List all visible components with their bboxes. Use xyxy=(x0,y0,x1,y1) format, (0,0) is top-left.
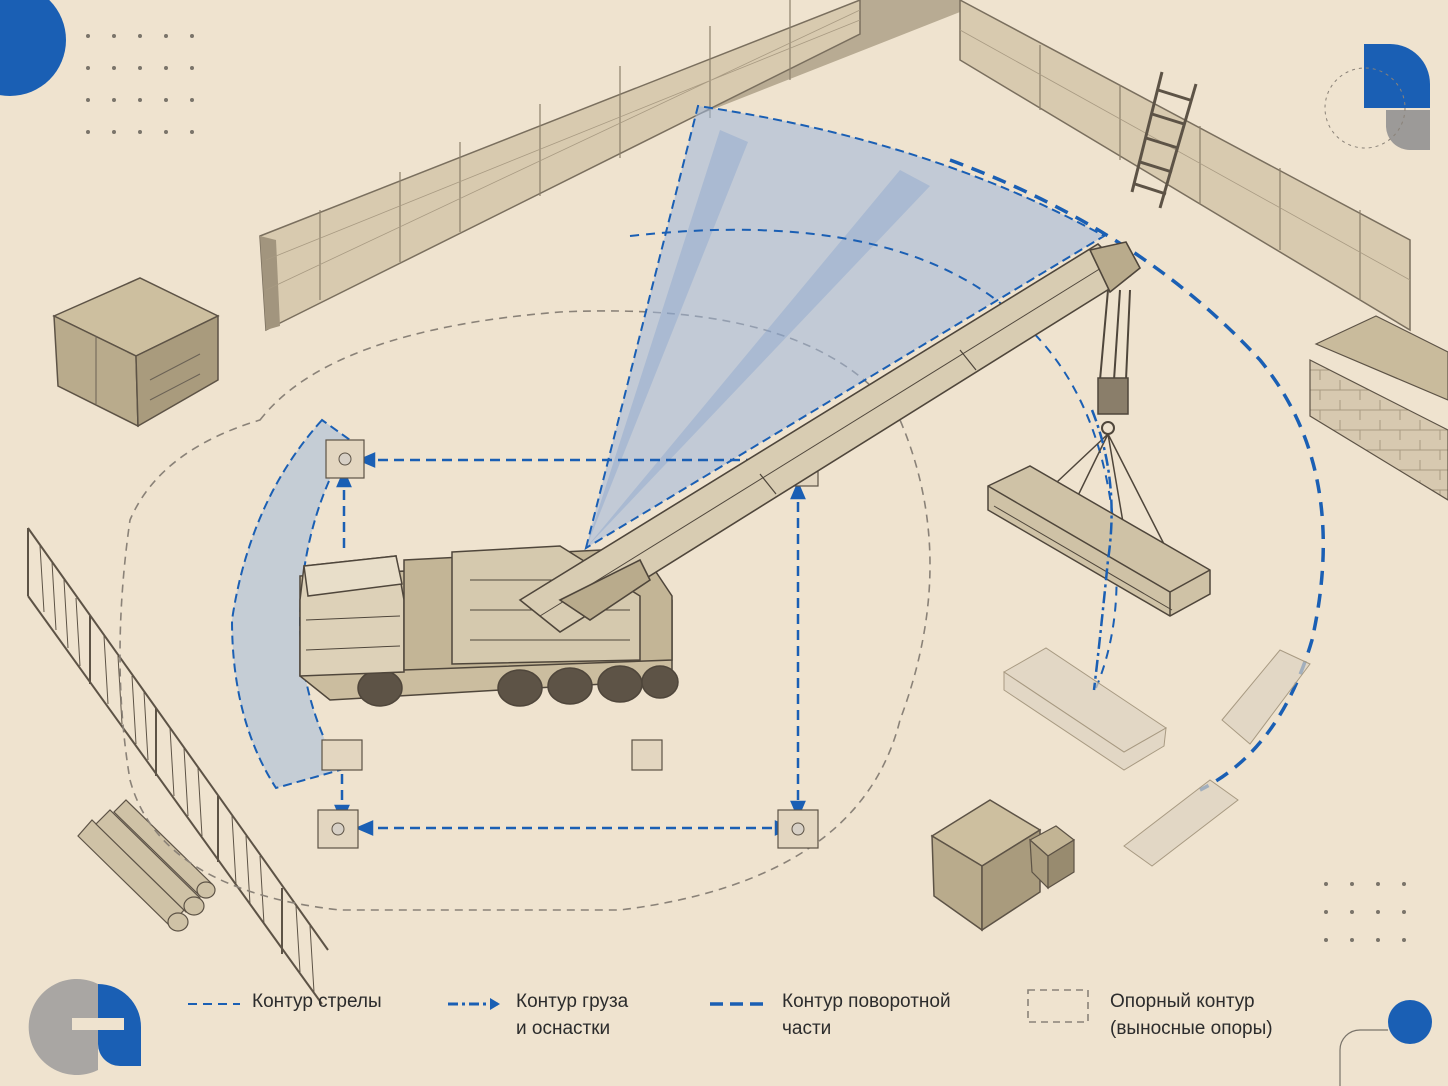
legend-label-load: Контур груза и оснастки xyxy=(516,991,629,1039)
corner-shape-top-right-decor xyxy=(1324,44,1430,150)
legend-item-load: Контур груза и оснастки xyxy=(516,988,628,1042)
site-wall xyxy=(259,0,1411,332)
legend-label-boom: Контур стрелы xyxy=(252,991,382,1012)
legend-swatches xyxy=(188,989,1089,1023)
dot-grid-decor xyxy=(86,34,194,134)
circle-top-left-decor xyxy=(0,0,66,96)
legend-label-slewing: Контур поворотной части xyxy=(782,991,951,1039)
legend-item-support: Опорный контур (выносные опоры) xyxy=(1110,988,1273,1042)
legend-swatch-load xyxy=(448,998,500,1010)
fence xyxy=(27,527,329,1005)
rear-slewing-sector xyxy=(230,418,352,790)
outrigger-arrows xyxy=(334,452,806,836)
container-right xyxy=(930,799,1076,932)
ghost-loads xyxy=(1003,647,1311,867)
hook-and-load xyxy=(987,289,1211,617)
legend-item-slewing: Контур поворотной части xyxy=(782,988,951,1042)
legend-swatch-support xyxy=(1027,989,1089,1023)
container-left xyxy=(52,277,220,428)
crane-boom xyxy=(518,241,1142,633)
circle-bottom-right-decor xyxy=(1339,1000,1432,1086)
slewing-contour-line xyxy=(949,158,1325,792)
pipe-bundle xyxy=(77,799,216,932)
legend: Контур стрелы Контур груза и оснастки Ко… xyxy=(0,988,1448,1058)
brick-pallet xyxy=(1309,315,1448,501)
load-contour-line xyxy=(1090,409,1113,691)
ladder xyxy=(1130,71,1198,209)
legend-item-boom: Контур стрелы xyxy=(252,988,382,1015)
boom-contour-line xyxy=(629,228,1118,689)
dot-grid-bottom-right-decor xyxy=(1324,882,1406,942)
logo-bottom-left-decor xyxy=(28,979,141,1075)
boom-swing-sector xyxy=(584,104,1107,551)
legend-label-support: Опорный контур (выносные опоры) xyxy=(1110,991,1273,1039)
